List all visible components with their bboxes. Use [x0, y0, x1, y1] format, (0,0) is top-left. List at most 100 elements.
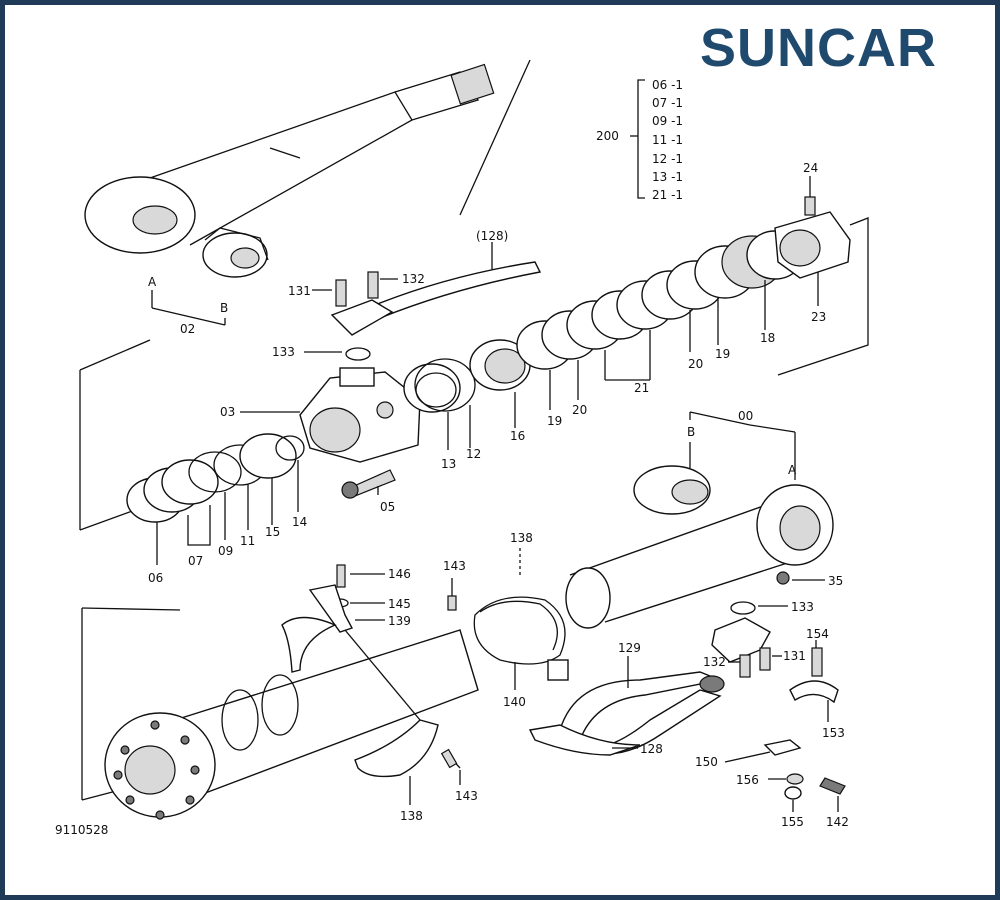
part-outline	[699, 675, 725, 693]
part-outline	[239, 433, 297, 479]
part-outline	[188, 451, 242, 493]
callout-139: 139	[388, 614, 411, 628]
part-outline	[180, 735, 190, 745]
part-outline	[185, 795, 195, 805]
drawing-number: 9110528	[55, 823, 108, 837]
callout-131: 131	[783, 649, 806, 663]
part-outline	[779, 505, 821, 551]
part-outline	[484, 348, 526, 384]
flange-lower	[711, 617, 782, 678]
part-outline	[547, 659, 569, 681]
kit-item: 12 -1	[652, 152, 683, 166]
ring-13	[403, 363, 461, 413]
kit-item: 06 -1	[652, 78, 683, 92]
part-outline	[120, 745, 130, 755]
part-outline	[309, 407, 361, 453]
callout-B: B	[687, 425, 695, 439]
callout-09: 09	[218, 544, 233, 558]
callout-138: 138	[400, 809, 423, 823]
o-ring-133	[345, 347, 371, 361]
callout-A: A	[148, 275, 157, 289]
leader-line	[724, 751, 771, 763]
callout-129: 129	[618, 641, 641, 655]
seal-stack	[516, 230, 804, 410]
ring-12	[414, 358, 476, 412]
callout-133: 133	[791, 600, 814, 614]
callout-20: 20	[572, 403, 587, 417]
rod-eye-bore	[132, 205, 178, 235]
part-outline	[113, 770, 123, 780]
callout-19: 19	[547, 414, 562, 428]
part-outline	[336, 564, 346, 588]
bracket-150	[724, 739, 846, 812]
callout-132: 132	[703, 655, 726, 669]
part-outline	[124, 745, 176, 795]
callout-02: 02	[180, 322, 195, 336]
bolt-05	[341, 469, 396, 499]
hose-128-top	[374, 242, 542, 319]
part-outline	[190, 765, 200, 775]
callout-00: 00	[738, 409, 753, 423]
part-outline	[79, 339, 151, 371]
bushing-bore	[230, 247, 260, 269]
callout-19: 19	[715, 347, 730, 361]
part-outline	[174, 629, 479, 796]
part-outline	[187, 505, 211, 546]
callout-18: 18	[760, 331, 775, 345]
leader-line	[79, 509, 136, 531]
callout-155: 155	[781, 815, 804, 829]
piston-rod-assembly	[84, 59, 531, 326]
kit-item: 07 -1	[652, 96, 683, 110]
part-outline	[447, 595, 457, 611]
clamp-153-154	[789, 640, 839, 722]
callout-140: 140	[503, 695, 526, 709]
callout-143: 143	[455, 789, 478, 803]
part-outline	[374, 261, 542, 319]
kit-item: 11 -1	[652, 133, 683, 147]
screws-131-132	[312, 271, 398, 336]
callout-138: 138	[510, 531, 533, 545]
cylinder-tube	[81, 607, 479, 820]
part-outline	[161, 459, 219, 505]
rod-body	[149, 91, 413, 246]
kit-label: 200	[596, 129, 619, 143]
callout-12: 12	[466, 447, 481, 461]
part-outline	[155, 810, 165, 820]
part-outline	[261, 674, 299, 736]
callout-146: 146	[388, 567, 411, 581]
part-outline	[784, 786, 802, 800]
part-outline	[473, 596, 566, 665]
callout-16: 16	[510, 429, 525, 443]
part-outline	[759, 647, 771, 671]
callout-153: 153	[822, 726, 845, 740]
part-outline	[565, 567, 611, 629]
callout-128: 128	[640, 742, 663, 756]
part-outline	[763, 739, 802, 756]
part-outline	[819, 777, 846, 795]
callout-132: 132	[402, 272, 425, 286]
part-outline	[440, 748, 458, 769]
callout-156: 156	[736, 773, 759, 787]
part-outline	[479, 600, 558, 651]
part-outline	[330, 299, 394, 336]
callout-15: 15	[265, 525, 280, 539]
bushing-side	[204, 227, 269, 261]
logo-text: SUNCAR	[700, 18, 937, 78]
part-outline	[221, 689, 259, 751]
callout-B: B	[220, 301, 228, 315]
clamp-139	[281, 564, 421, 721]
callout-23: 23	[811, 310, 826, 324]
callout-14: 14	[292, 515, 307, 529]
part-outline	[739, 654, 751, 678]
clamp-138-upper	[447, 548, 569, 690]
rod-thread	[450, 63, 495, 105]
callout-143: 143	[443, 559, 466, 573]
kit-item: 13 -1	[652, 170, 683, 184]
o-ring-133	[730, 601, 756, 615]
kit-200-list: 200 06 -1 07 -1 09 -1 11 -1 12 -1 13 -1 …	[596, 78, 683, 202]
callout-07: 07	[188, 554, 203, 568]
part-outline	[367, 271, 379, 299]
callout-20: 20	[688, 357, 703, 371]
part-outline	[81, 607, 181, 611]
